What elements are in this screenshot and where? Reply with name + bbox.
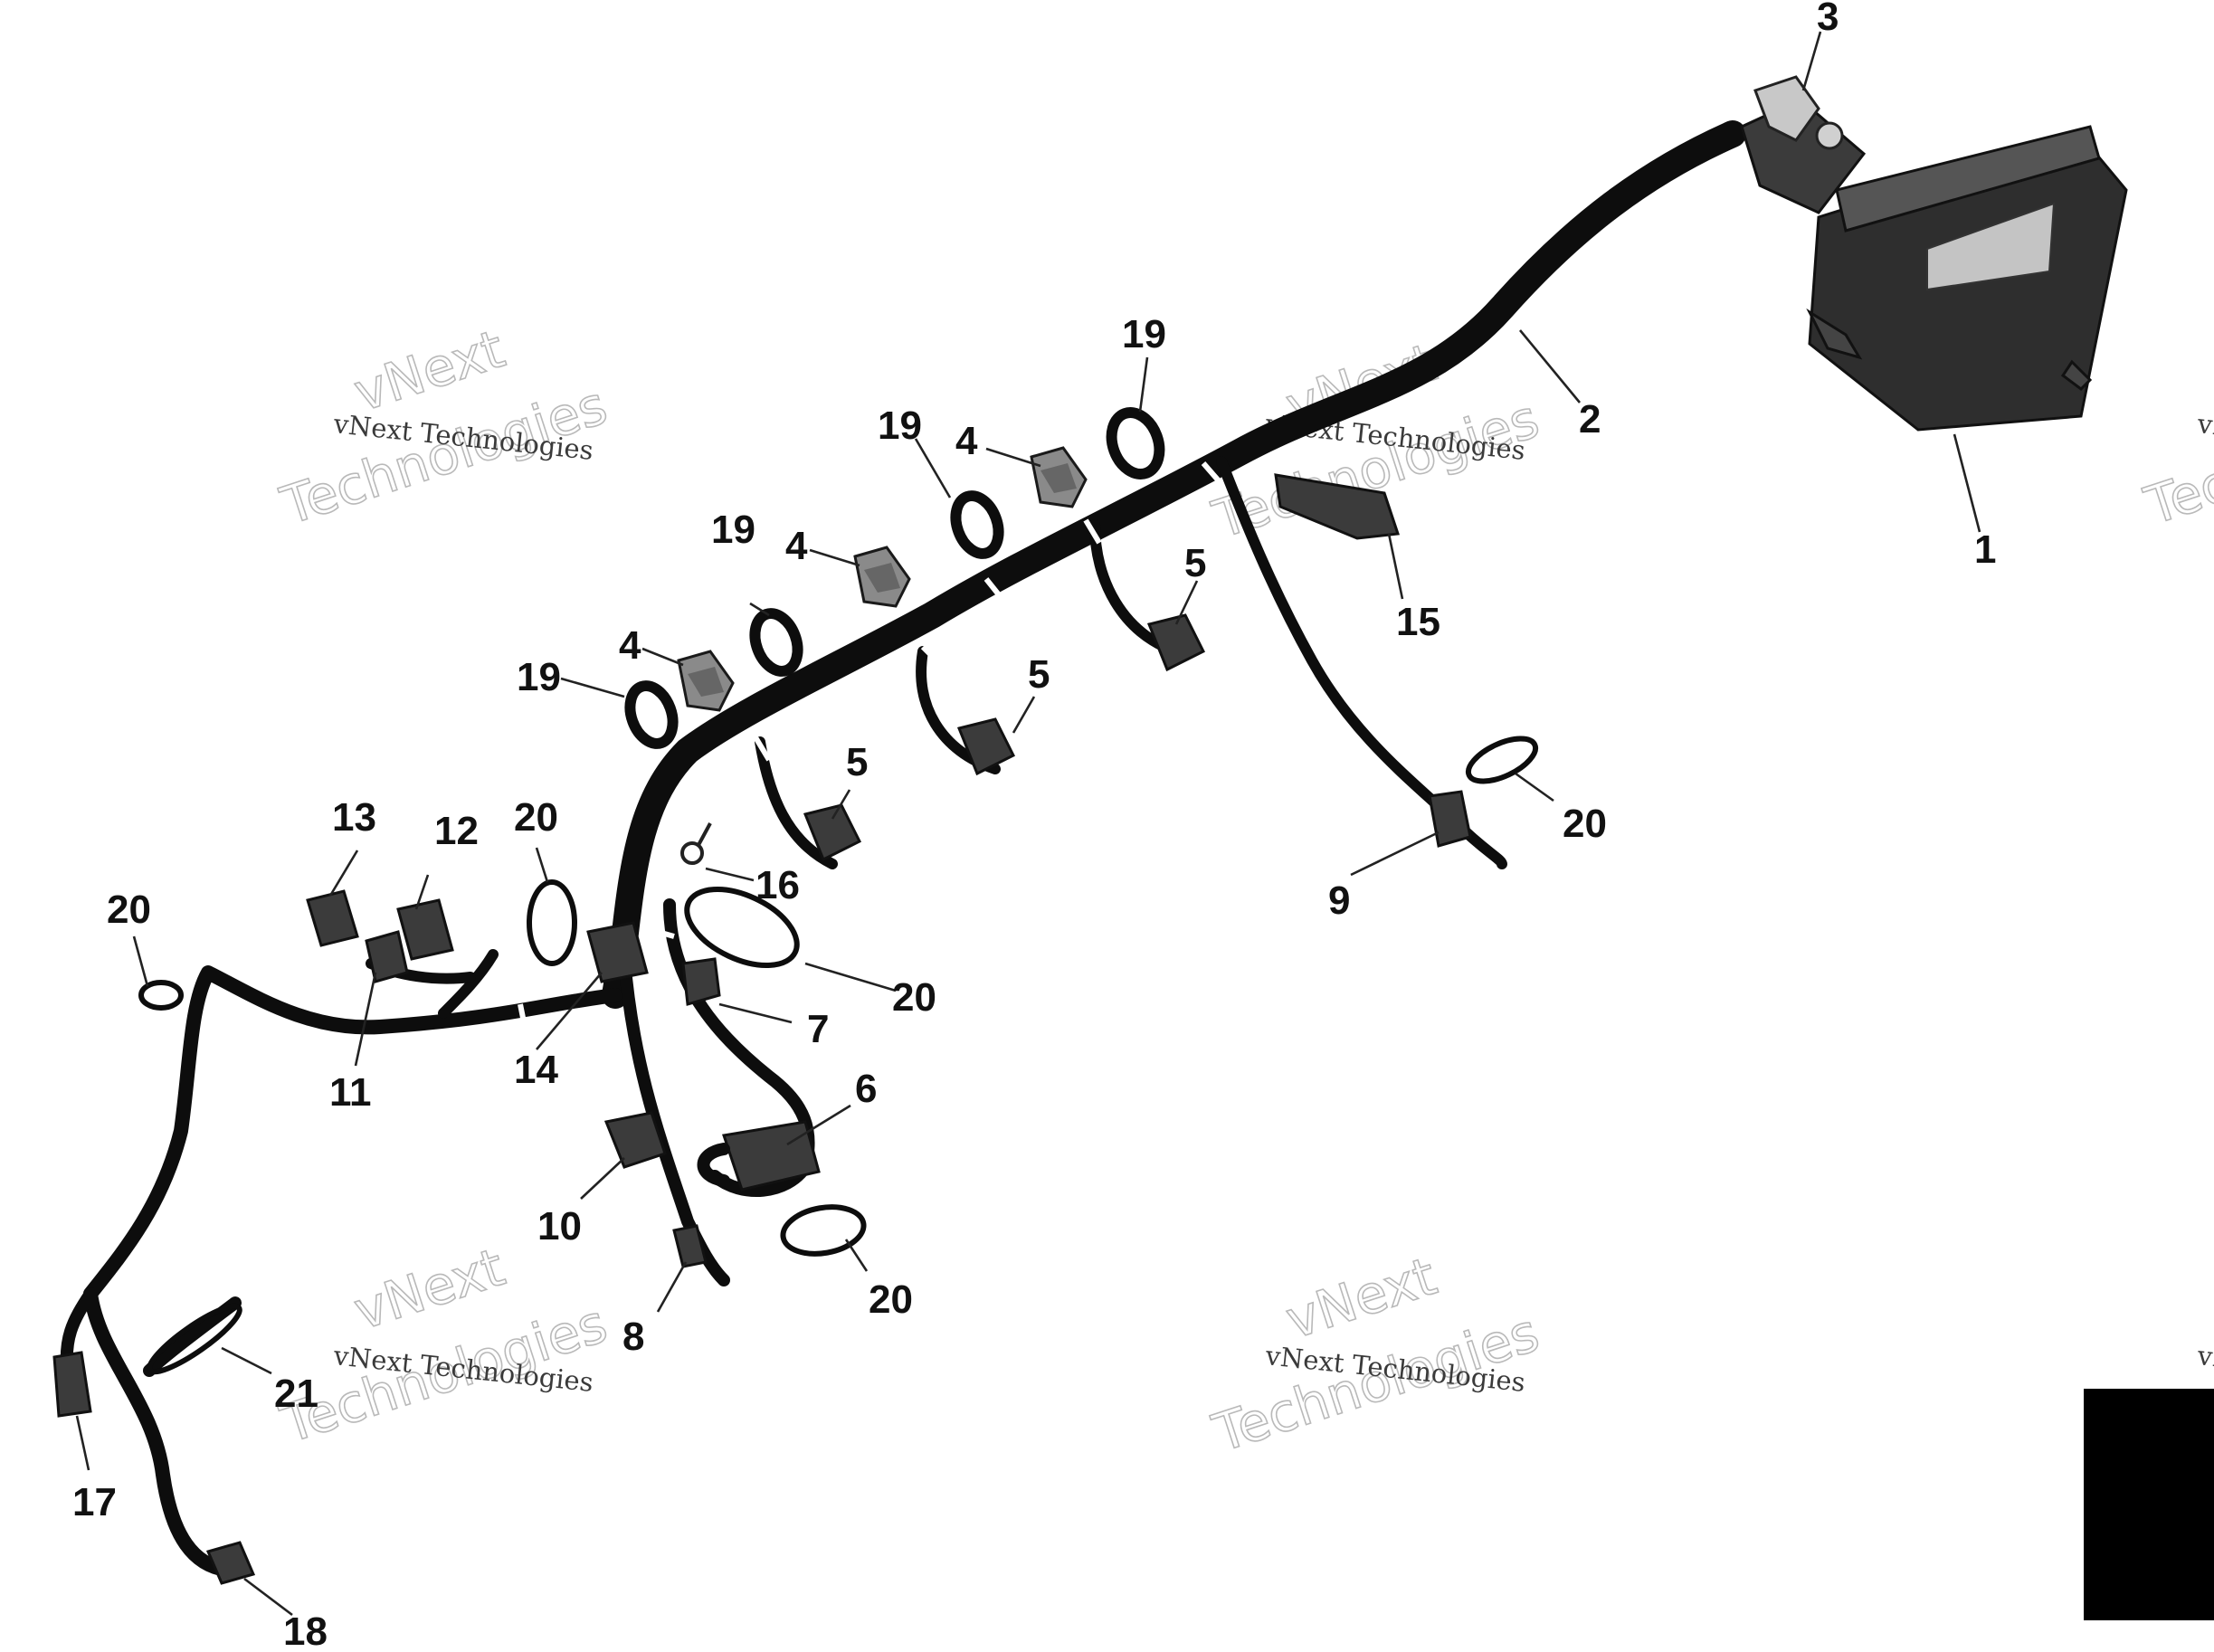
ecu-connector — [1740, 75, 1867, 214]
watermark-large-line: Technologies — [2137, 375, 2214, 537]
callout-20: 20 — [107, 888, 151, 932]
connector-13 — [306, 889, 359, 947]
callout-9: 9 — [1328, 878, 1350, 923]
connector-7 — [681, 957, 721, 1006]
watermark-right-edge: Technologies vNext Technologies vNext Te… — [2137, 374, 2214, 1398]
callout-4: 4 — [955, 419, 978, 463]
cable-tie — [138, 980, 184, 1011]
callout-8: 8 — [622, 1315, 644, 1359]
cable-clip — [1106, 407, 1165, 479]
callout-17: 17 — [72, 1480, 117, 1524]
callout-4: 4 — [785, 524, 808, 568]
watermark-large-line: vNext — [347, 318, 511, 423]
watermark-bottom-middle: vNext Technologies vNext Technologies — [1205, 1244, 1547, 1465]
callout-5: 5 — [846, 740, 868, 784]
cable-tie — [684, 887, 800, 968]
callout-10: 10 — [537, 1204, 582, 1248]
ecu-module — [1806, 125, 2128, 432]
callout-4: 4 — [619, 623, 641, 668]
callout-20: 20 — [1563, 802, 1607, 846]
strap — [143, 1296, 242, 1377]
cable-clip — [624, 680, 679, 749]
callout-7: 7 — [807, 1007, 829, 1051]
leader-lines — [75, 31, 1981, 1617]
main-harness — [60, 120, 1746, 1577]
injector-connector — [1030, 446, 1088, 508]
watermark-large-line: vNext — [1278, 1245, 1443, 1351]
connector-11 — [365, 930, 409, 983]
callout-5: 5 — [1184, 541, 1206, 585]
callout-14: 14 — [514, 1048, 558, 1092]
callout-20: 20 — [869, 1277, 913, 1322]
callout-6: 6 — [855, 1067, 877, 1111]
injector-connector — [853, 546, 911, 608]
callout-19: 19 — [1122, 312, 1166, 356]
connector-14 — [586, 921, 649, 983]
callout-19: 19 — [878, 404, 922, 448]
callout-19: 19 — [517, 655, 561, 699]
callout-11: 11 — [329, 1070, 372, 1115]
callout-19: 19 — [711, 508, 755, 552]
callout-13: 13 — [332, 795, 376, 840]
cable-tie — [780, 1204, 867, 1257]
callout-2: 2 — [1579, 397, 1601, 441]
callout-5: 5 — [1028, 652, 1050, 697]
watermark-bottom-left: vNext Technologies vNext Technologies — [273, 1235, 615, 1456]
cable-tie — [527, 879, 577, 966]
sensor-8 — [672, 1224, 708, 1268]
connector-9 — [1428, 790, 1472, 848]
cable-clip — [950, 490, 1004, 559]
callout-15: 15 — [1396, 600, 1440, 644]
callout-20: 20 — [514, 795, 558, 840]
callout-labels: 1 2 3 4 4 4 5 5 5 6 7 8 9 10 11 12 13 14… — [72, 0, 1996, 1652]
callout-12: 12 — [434, 809, 479, 853]
coil-connector — [803, 803, 862, 862]
callout-1: 1 — [1974, 527, 1996, 572]
callout-16: 16 — [755, 863, 800, 907]
connector-17 — [52, 1351, 92, 1418]
ground-terminal — [680, 822, 712, 865]
watermark-large-line: vNext — [347, 1236, 511, 1342]
injector-connector — [677, 650, 735, 712]
callout-18: 18 — [283, 1609, 328, 1652]
coil-connector — [1146, 613, 1206, 672]
coil-connector — [956, 717, 1016, 776]
sensor-18 — [205, 1541, 256, 1585]
watermark-top-left: vNext Technologies vNext Technologies — [273, 317, 615, 537]
callout-20: 20 — [892, 975, 936, 1020]
connector-12 — [396, 898, 454, 961]
cable-clip — [749, 608, 803, 677]
black-block — [2084, 1389, 2214, 1620]
cable-tie — [1465, 736, 1539, 784]
sensor-15 — [1274, 473, 1401, 540]
callout-3: 3 — [1817, 0, 1839, 39]
sensor-10 — [603, 1111, 667, 1169]
callout-21: 21 — [274, 1372, 318, 1416]
